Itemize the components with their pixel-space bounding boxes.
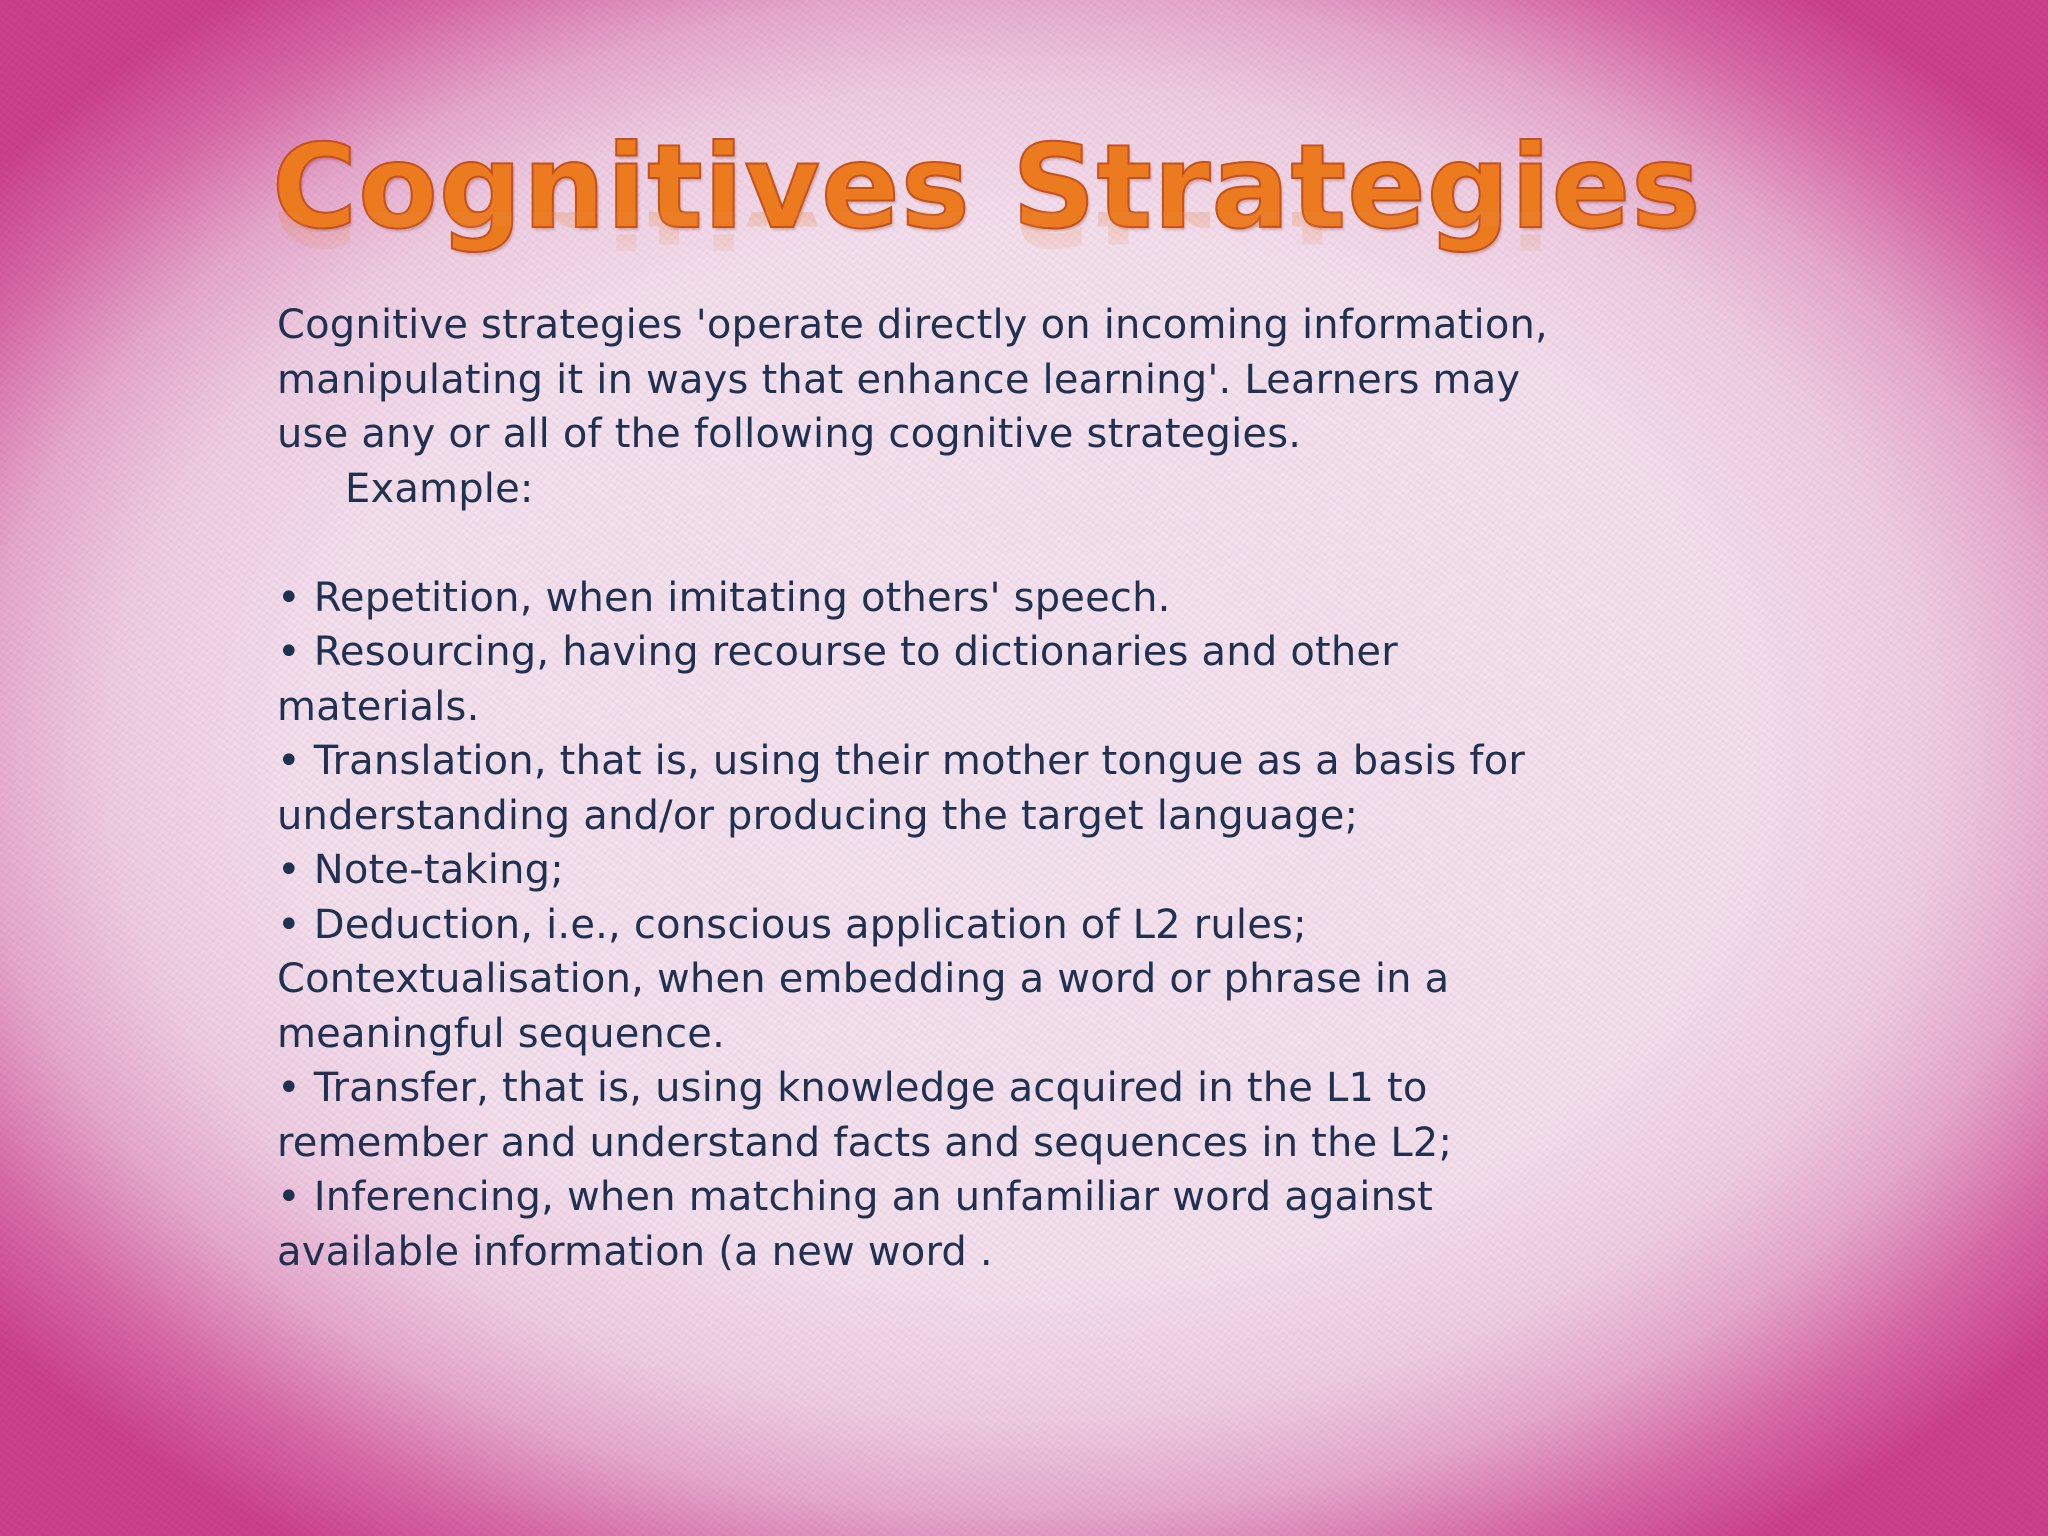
- bullet-transfer-cont: remember and understand facts and sequen…: [277, 1119, 1453, 1166]
- bullet-translation: • Translation, that is, using their moth…: [277, 738, 1526, 784]
- bullet-transfer: • Transfer, that is, using knowledge acq…: [277, 1065, 1428, 1111]
- contextualisation-cont: meaningful sequence.: [277, 1010, 726, 1057]
- intro-line: use any or all of the following cognitiv…: [277, 411, 1302, 457]
- bullet-resourcing-cont: materials.: [277, 683, 480, 730]
- bullet-repetition: • Repetition, when imitating others' spe…: [277, 574, 1171, 621]
- title-block: Cognitives Strategies Cognitives Strateg…: [271, 118, 1701, 288]
- bullet-inferencing: • Inferencing, when matching an unfamili…: [277, 1174, 1434, 1220]
- intro-line: Cognitive strategies 'operate directly o…: [277, 302, 1548, 348]
- bullet-resourcing: • Resourcing, having recourse to diction…: [277, 629, 1398, 675]
- slide-title: Cognitives Strategies: [271, 119, 1702, 256]
- bullet-deduction: • Deduction, i.e., conscious application…: [277, 901, 1307, 948]
- example-label: Example:: [345, 465, 534, 512]
- slide-body: Cognitive strategies 'operate directly o…: [277, 298, 1637, 1279]
- bullet-note-taking: • Note-taking;: [277, 847, 564, 893]
- bullet-translation-cont: understanding and/or producing the targe…: [277, 792, 1359, 839]
- intro-line: manipulating it in ways that enhance lea…: [277, 356, 1521, 403]
- bullet-inferencing-cont: available information (a new word .: [277, 1228, 993, 1275]
- contextualisation-line: Contextualisation, when embedding a word…: [277, 956, 1450, 1002]
- blank-line: [277, 516, 1637, 571]
